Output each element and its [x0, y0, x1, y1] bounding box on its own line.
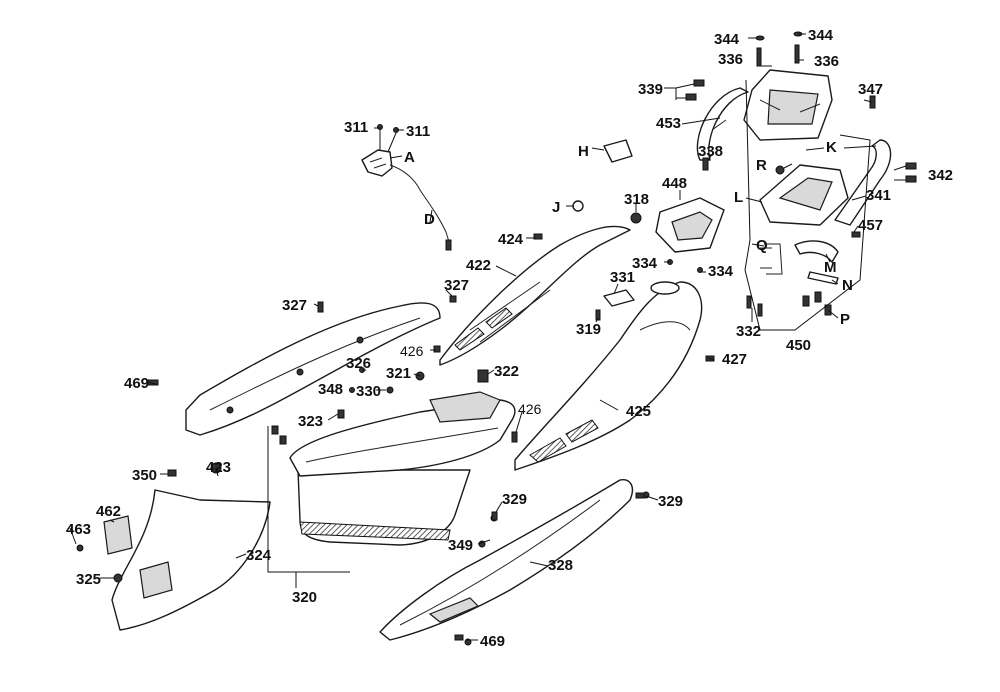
part-448 — [655, 197, 725, 253]
label-n: N — [842, 277, 853, 294]
label-427: 427 — [722, 351, 747, 368]
label-l: L — [734, 189, 743, 206]
label-469-b: 469 — [480, 633, 505, 650]
label-462: 462 — [96, 503, 121, 520]
rear-carrier-assembly — [685, 31, 917, 331]
label-m: M — [824, 259, 837, 276]
label-330: 330 — [356, 383, 381, 400]
label-321: 321 — [386, 365, 411, 382]
label-329-a: 329 — [502, 491, 527, 508]
label-425: 425 — [626, 403, 651, 420]
label-324: 324 — [246, 547, 272, 564]
label-322: 322 — [494, 363, 519, 380]
part-320-helmet-box — [289, 369, 516, 546]
label-341: 341 — [866, 187, 891, 204]
label-339: 339 — [638, 81, 663, 98]
label-334-a: 334 — [632, 255, 658, 272]
label-325: 325 — [76, 571, 101, 588]
label-311-a: 311 — [344, 119, 368, 136]
callout-labels: 344 344 336 336 347 339 453 338 R K 342 … — [66, 27, 953, 650]
label-327-b: 327 — [444, 277, 469, 294]
label-457: 457 — [858, 217, 883, 234]
label-463: 463 — [66, 521, 91, 538]
leader-lines — [69, 33, 907, 641]
part-331 — [603, 289, 635, 307]
part-327-rear-cover — [185, 302, 441, 436]
label-j: J — [552, 199, 560, 216]
label-h: H — [578, 143, 589, 160]
label-342: 342 — [928, 167, 953, 184]
label-448: 448 — [662, 175, 687, 192]
label-344-a: 344 — [714, 31, 740, 48]
part-324-lower-cover — [111, 462, 271, 631]
label-334-b: 334 — [708, 263, 734, 280]
label-326: 326 — [346, 355, 371, 372]
part-h-plate — [603, 139, 633, 163]
seat-lock-assembly — [361, 124, 452, 251]
label-331: 331 — [610, 269, 635, 286]
fasteners — [147, 233, 715, 641]
label-336-a: 336 — [718, 51, 743, 68]
label-a: A — [404, 149, 415, 166]
label-d: D — [424, 211, 435, 228]
part-425-side-cover — [514, 281, 703, 471]
part-318 — [630, 212, 642, 224]
label-336-b: 336 — [814, 53, 839, 70]
part-422-side-cover — [439, 225, 631, 366]
label-318: 318 — [624, 191, 649, 208]
label-319: 319 — [576, 321, 601, 338]
label-k: K — [826, 139, 837, 156]
label-323: 323 — [298, 413, 323, 430]
label-348: 348 — [318, 381, 343, 398]
label-422: 422 — [466, 257, 491, 274]
label-327-a: 327 — [282, 297, 307, 314]
label-329-b: 329 — [658, 493, 683, 510]
label-320: 320 — [292, 589, 317, 606]
label-328: 328 — [548, 557, 573, 574]
label-453: 453 — [656, 115, 681, 132]
label-q: Q — [756, 237, 768, 254]
label-424: 424 — [498, 231, 524, 248]
label-r: R — [756, 157, 767, 174]
label-p: P — [840, 311, 850, 328]
label-332: 332 — [736, 323, 761, 340]
label-347: 347 — [858, 81, 883, 98]
label-426-b: 426 — [518, 401, 542, 417]
part-j — [572, 200, 584, 212]
label-450: 450 — [786, 337, 811, 354]
part-462-label — [103, 515, 133, 555]
label-311-b: 311 — [406, 123, 430, 140]
label-423: 423 — [206, 459, 231, 476]
label-426-a: 426 — [400, 343, 424, 359]
label-349: 349 — [448, 537, 473, 554]
label-338: 338 — [698, 143, 723, 160]
label-350: 350 — [132, 467, 157, 484]
label-469-a: 469 — [124, 375, 149, 392]
label-344-b: 344 — [808, 27, 834, 44]
part-328-lower-cover — [379, 479, 650, 646]
